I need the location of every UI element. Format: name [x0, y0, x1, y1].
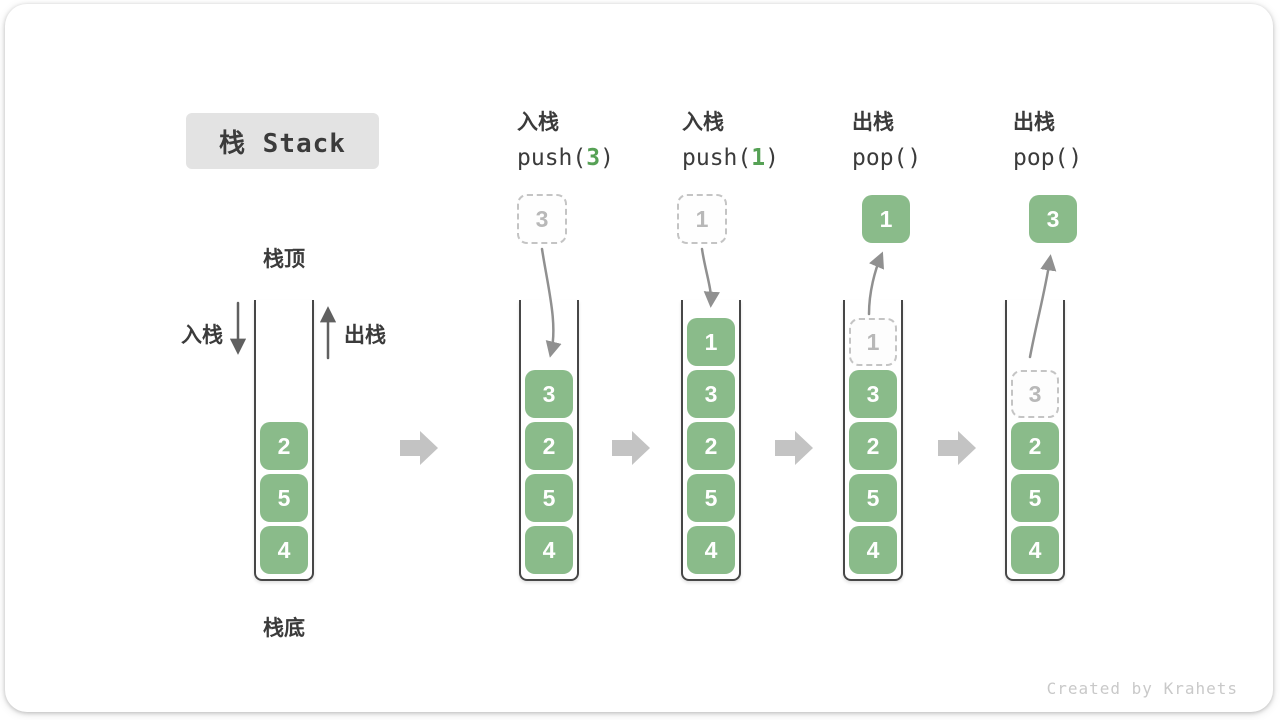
floating-cell-ghost: 3 [517, 194, 567, 244]
stack-cell: 5 [687, 474, 735, 522]
stack-cell: 5 [525, 474, 573, 522]
code-pre: push( [682, 145, 752, 171]
step-code-label: pop() [1013, 145, 1082, 171]
floating-cell-ghost: 1 [677, 194, 727, 244]
code-pre: pop( [1013, 145, 1069, 171]
stack-after-pop-1: 1 3 2 5 4 [843, 300, 903, 581]
step-op-label: 入栈 [517, 111, 559, 134]
title-text: 栈 Stack [219, 128, 346, 159]
title-badge: 栈 Stack [186, 113, 379, 169]
stack-after-push-3: 3 2 5 4 [519, 300, 579, 581]
code-post: ) [907, 145, 922, 171]
stack-cell: 2 [1011, 422, 1059, 470]
step-header-pop-3: 出栈 pop() [1013, 106, 1082, 171]
step-code-label: push(1) [682, 145, 779, 171]
step-header-push-3: 入栈 push(3) [517, 106, 614, 171]
step-header-push-1: 入栈 push(1) [682, 106, 779, 171]
watermark-text: Created by Krahets [1046, 679, 1238, 698]
stack-cell: 4 [260, 526, 308, 574]
pop-direction-label: 出栈 [344, 324, 386, 347]
step-code-label: push(3) [517, 145, 614, 171]
step-op-label: 出栈 [852, 111, 894, 134]
stack-initial: 2 5 4 [254, 300, 314, 581]
stack-after-push-1: 1 3 2 5 4 [681, 300, 741, 581]
step-header-pop-1: 出栈 pop() [852, 106, 921, 171]
stack-after-pop-3: 3 2 5 4 [1005, 300, 1065, 581]
stack-cell: 3 [687, 370, 735, 418]
code-pre: pop( [852, 145, 908, 171]
code-arg: 1 [751, 145, 766, 171]
stack-cell: 5 [260, 474, 308, 522]
code-arg: 3 [586, 145, 601, 171]
stack-cell: 2 [849, 422, 897, 470]
card-background [5, 4, 1273, 712]
push-direction-label: 入栈 [181, 324, 223, 347]
stack-cell-ghost: 1 [849, 318, 897, 366]
floating-cell-popped: 3 [1029, 195, 1077, 243]
stack-cell: 5 [849, 474, 897, 522]
step-op-label: 入栈 [682, 111, 724, 134]
floating-cell-popped: 1 [862, 195, 910, 243]
code-post: ) [1068, 145, 1083, 171]
stack-cell: 5 [1011, 474, 1059, 522]
step-code-label: pop() [852, 145, 921, 171]
stack-top-label: 栈顶 [263, 248, 305, 271]
stack-cell: 2 [260, 422, 308, 470]
step-op-label: 出栈 [1013, 111, 1055, 134]
code-post: ) [765, 145, 779, 171]
stack-cell: 4 [525, 526, 573, 574]
stack-cell: 4 [1011, 526, 1059, 574]
stack-bottom-label: 栈底 [263, 617, 305, 640]
code-post: ) [600, 145, 614, 171]
stack-cell: 4 [849, 526, 897, 574]
stack-cell: 2 [525, 422, 573, 470]
stack-cell: 4 [687, 526, 735, 574]
stack-cell: 3 [849, 370, 897, 418]
stack-cell: 3 [525, 370, 573, 418]
code-pre: push( [517, 145, 587, 171]
stack-cell-ghost: 3 [1011, 370, 1059, 418]
stack-cell: 1 [687, 318, 735, 366]
stack-cell: 2 [687, 422, 735, 470]
